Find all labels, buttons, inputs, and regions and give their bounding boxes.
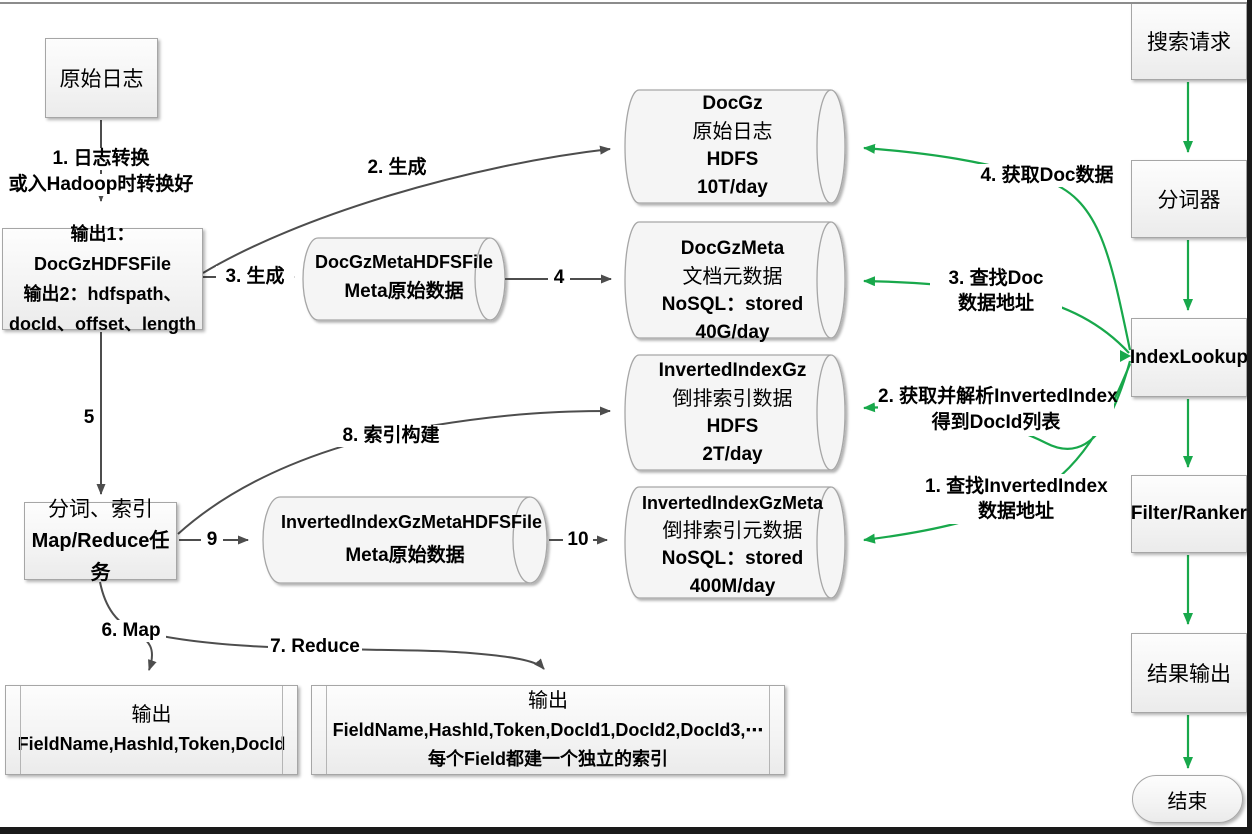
edge-label-8-index-build: 8. 索引构建 [330, 425, 452, 447]
edge-label-step1-line2: 或入Hadoop时转换好 [3, 174, 199, 196]
search-step-line: 数据地址 [977, 501, 1054, 522]
store-line: HDFS [706, 149, 759, 170]
cylinder-invertedindexgzmetahdfsfile [262, 496, 548, 584]
node-line: FieldName,HashId,Token,DocId [17, 734, 286, 754]
edge-label-6-map: 6. Map [96, 620, 166, 642]
bottom-border-bar [0, 827, 1252, 834]
cylinder-invertedindexgz [624, 354, 846, 471]
node-line: 输出 [528, 689, 568, 712]
subprocess-bar-right [769, 686, 770, 774]
node-result-output: 结果输出 [1131, 633, 1247, 713]
edge-label-4: 4 [548, 267, 570, 289]
edge-label-3-generate: 3. 生成 [216, 266, 294, 288]
node-index-lookup: IndexLookup [1129, 318, 1249, 397]
node-output-files: 输出1：DocGzHDFSFile 输出2：hdfspath、 docId、of… [2, 224, 203, 334]
node-line: 输出2：hdfspath、 [23, 284, 182, 304]
store-line: HDFS [706, 416, 759, 437]
batch-arrows [96, 120, 612, 671]
store-docgz-text: DocGz 原始日志 HDFS 10T/day [640, 90, 825, 202]
node-line: FieldName,HashId,Token,DocId1,DocId2,Doc… [332, 719, 764, 740]
node-map-output: 输出 FieldName,HashId,Token,DocId [5, 685, 298, 775]
store-docgzmeta-text: DocGzMeta 文档元数据 NoSQL：stored 40G/day [640, 235, 825, 347]
cylinder-docgzmeta [624, 221, 846, 339]
store-line: InvertedIndexGzMetaHDFSFile [281, 512, 543, 532]
node-label: 分词器 [1157, 188, 1221, 212]
cylinder-invertedindexgzmeta [624, 486, 846, 599]
store-line: Meta原始数据 [344, 281, 464, 302]
search-step-line: 3. 查找Doc [948, 268, 1044, 289]
subprocess-bar-right [282, 686, 283, 774]
subprocess-bar-left [326, 686, 327, 774]
cylinder-docgzmetahdfsfile [302, 237, 506, 321]
store-line: Meta原始数据 [345, 545, 465, 566]
node-filter-ranker: Filter/Ranker [1131, 475, 1247, 553]
node-reduce-output: 输出 FieldName,HashId,Token,DocId1,DocId2,… [311, 685, 785, 775]
node-label: 原始日志 [59, 67, 144, 91]
edge-label-10: 10 [563, 529, 593, 551]
node-label: Filter/Ranker [1130, 503, 1248, 524]
store-line: NoSQL：stored [661, 548, 804, 569]
node-line: Map/Reduce任务 [31, 530, 170, 584]
search-step-1-label: 1. 查找InvertedIndex 数据地址 [925, 474, 1108, 524]
subprocess-bar-left [20, 686, 21, 774]
store-line: 40G/day [695, 322, 770, 343]
edge-label-step1-line1: 1. 日志转换 [38, 148, 164, 170]
node-line: 输出 [131, 704, 172, 726]
store-line: InvertedIndexGzMeta [641, 493, 824, 513]
node-raw-logs: 原始日志 [45, 38, 158, 118]
top-border-line [0, 2, 1252, 4]
store-line: 400M/day [689, 576, 776, 597]
node-label: 结束 [1167, 790, 1208, 813]
right-border-bar [1247, 0, 1252, 834]
node-label: 搜索请求 [1147, 30, 1231, 54]
edge-label-5: 5 [80, 407, 98, 429]
search-step-line: 数据地址 [957, 293, 1034, 314]
edge-label-2-generate: 2. 生成 [358, 157, 436, 179]
node-tokenizer: 分词器 [1131, 160, 1247, 238]
store-invertedindexgzmetahdfsfile-text: InvertedIndexGzMetaHDFSFile Meta原始数据 [281, 505, 543, 573]
store-line: DocGzMetaHDFSFile [314, 252, 494, 272]
store-line: DocGz [702, 93, 763, 114]
store-line: 倒排索引数据 [672, 388, 793, 410]
store-invertedindexgz-text: InvertedIndexGz 倒排索引数据 HDFS 2T/day [640, 357, 825, 469]
node-end-terminator: 结束 [1132, 775, 1243, 823]
edge-label-7-reduce: 7. Reduce [268, 636, 362, 658]
node-line: 分词、索引 [48, 497, 153, 521]
cylinder-docgz [624, 89, 846, 204]
store-line: 倒排索引元数据 [662, 520, 803, 542]
search-step-4-label: 4. 获取Doc数据 [966, 164, 1128, 187]
search-step-line: 2. 获取并解析InvertedIndex [878, 386, 1118, 407]
store-line: InvertedIndexGz [658, 360, 807, 381]
node-line: 输出1：DocGzHDFSFile [33, 224, 171, 274]
node-line: docId、offset、length [9, 314, 196, 334]
edge-label-9: 9 [201, 529, 223, 551]
search-step-3-label: 3. 查找Doc 数据地址 [930, 266, 1062, 316]
store-invertedindexgzmeta-text: InvertedIndexGzMeta 倒排索引元数据 NoSQL：stored… [640, 489, 825, 601]
store-line: 2T/day [702, 444, 763, 465]
search-step-line: 1. 查找InvertedIndex [925, 476, 1108, 497]
store-line: 文档元数据 [682, 266, 783, 288]
store-line: 10T/day [697, 177, 768, 198]
node-line: 每个Field都建一个独立的索引 [427, 748, 668, 769]
store-line: 原始日志 [692, 121, 773, 143]
search-step-line: 得到DocId列表 [931, 412, 1061, 433]
node-label: 结果输出 [1147, 662, 1231, 686]
store-docgzmetahdfsfile-text: DocGzMetaHDFSFile Meta原始数据 [314, 247, 494, 307]
node-mapreduce-task: 分词、索引 Map/Reduce任务 [24, 497, 177, 584]
node-label: IndexLookup [1129, 346, 1249, 368]
search-step-2-label: 2. 获取并解析InvertedIndex 得到DocId列表 [878, 384, 1118, 436]
store-line: NoSQL：stored [661, 294, 804, 315]
store-line: DocGzMeta [680, 238, 785, 259]
node-search-request: 搜索请求 [1131, 2, 1247, 80]
